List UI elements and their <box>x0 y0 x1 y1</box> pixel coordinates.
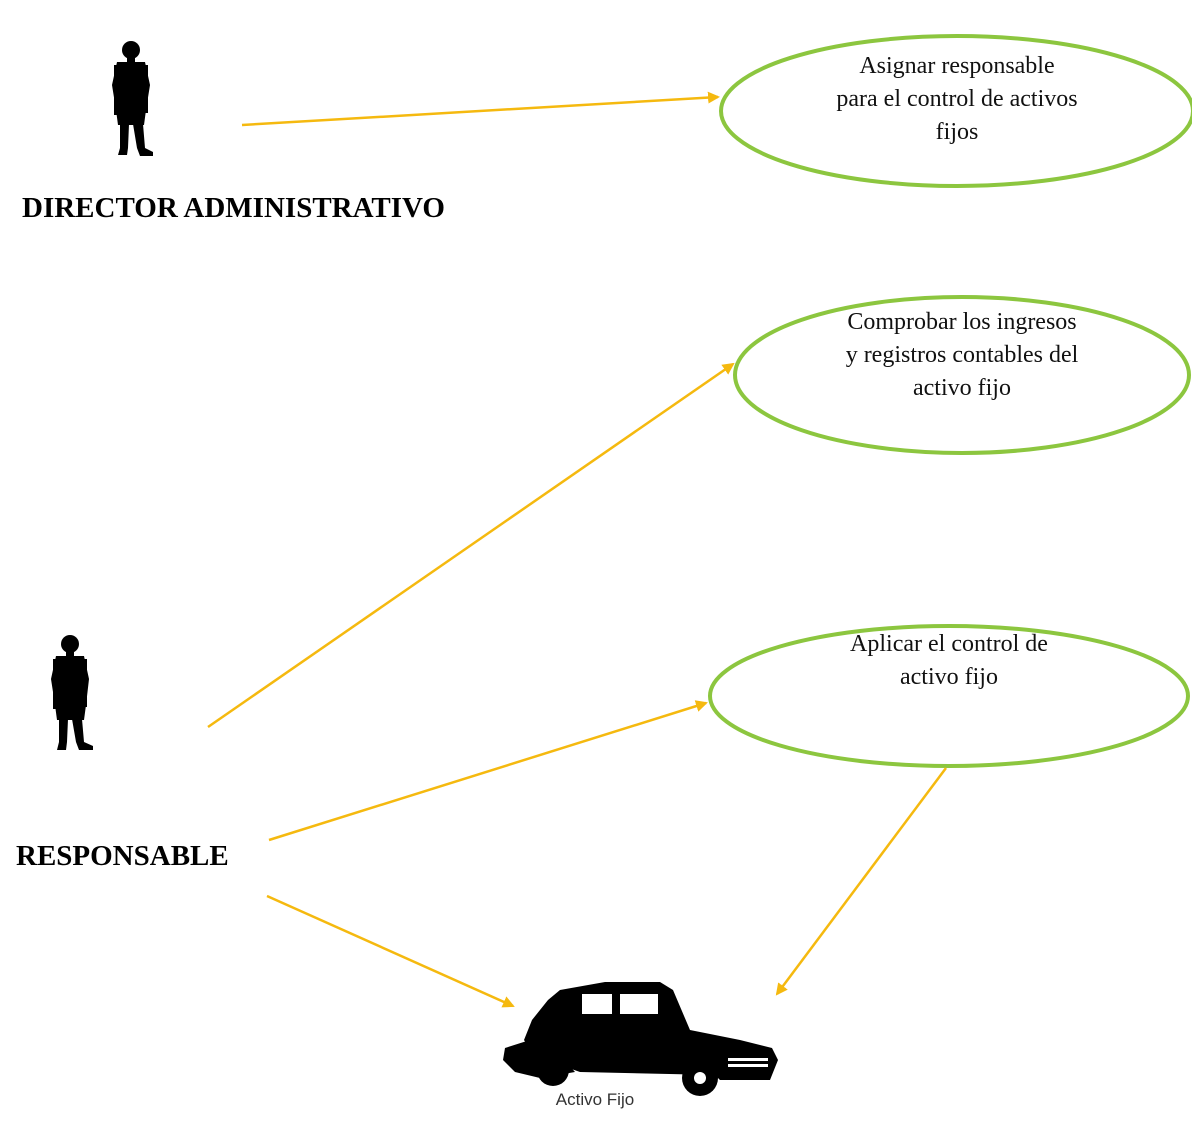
use-case-ellipse-comprobar <box>733 295 1191 455</box>
director-administrativo-label: DIRECTOR ADMINISTRATIVO <box>22 192 445 224</box>
use-case-line: activo fijo <box>900 664 998 690</box>
use-case-comprobar-ingresos: Comprobar los ingresos y registros conta… <box>734 296 1190 454</box>
use-case-line: Asignar responsable <box>859 52 1055 79</box>
use-case-line: para el control de activos <box>836 85 1078 112</box>
director-person-icon <box>112 41 153 156</box>
use-case-line: activo fijo <box>913 374 1011 401</box>
use-case-ellipse-asignar <box>719 34 1192 188</box>
use-case-line: Aplicar el control de <box>850 631 1048 657</box>
responsable-label: RESPONSABLE <box>16 840 229 872</box>
use-case-line: fijos <box>935 118 979 145</box>
arrow-director-to-asignar <box>241 91 720 127</box>
arrow-responsable-to-comprobar <box>207 362 735 729</box>
use-case-asignar-responsable: Asignar responsable para el control de a… <box>720 36 1192 186</box>
arrow-responsable-to-aplicar <box>268 700 708 842</box>
arrow-aplicar-to-activo <box>775 767 948 996</box>
car-icon <box>503 982 778 1096</box>
use-case-line: Comprobar los ingresos <box>847 308 1077 335</box>
use-case-ellipse-aplicar <box>708 624 1190 768</box>
responsable-person-icon <box>51 635 93 750</box>
use-case-line: y registros contables del <box>845 341 1079 368</box>
use-case-aplicar-control: Aplicar el control de activo fijo <box>709 626 1189 766</box>
activo-fijo-caption: Activo Fijo <box>555 1090 635 1109</box>
arrow-responsable-to-activo <box>266 894 515 1008</box>
